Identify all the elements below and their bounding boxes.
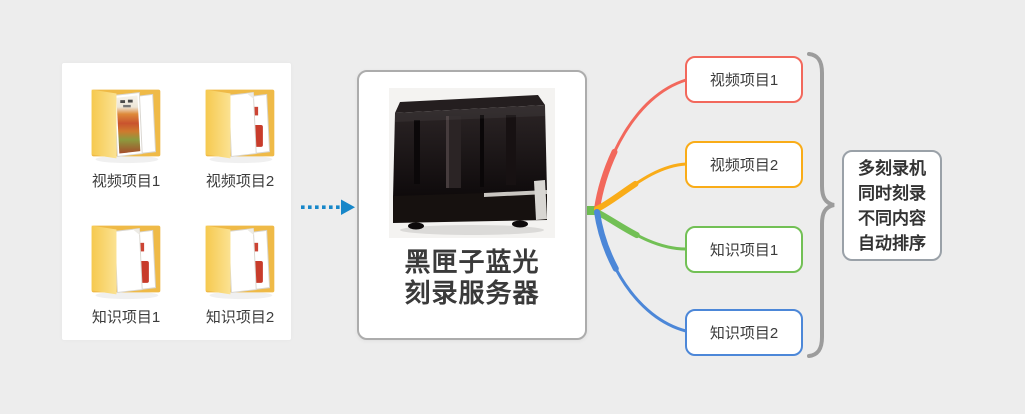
folder-label: 知识项目2	[205, 309, 275, 326]
branch-knowledge2-thick	[594, 209, 689, 334]
server-card: 黑匣子蓝光 刻录服务器	[357, 70, 587, 340]
server-photo	[389, 88, 555, 238]
note-line: 不同内容	[858, 208, 926, 228]
output-box-knowledge-project-1: 知识项目1	[685, 226, 803, 273]
branch-video2-thick	[594, 161, 689, 212]
note-line: 自动排序	[858, 233, 926, 253]
folder-with-photo-icon	[83, 83, 169, 165]
folder-video-project-1: 视频项目1	[74, 83, 178, 191]
folder-video-project-2: 视频项目2	[188, 83, 292, 191]
branch-video1	[595, 78, 688, 211]
folder-knowledge-project-2: 知识项目2	[188, 219, 292, 327]
note-line: 多刻录机	[858, 158, 926, 178]
output-box-knowledge-project-2: 知识项目2	[685, 309, 803, 356]
branch-video1-thick	[594, 77, 689, 212]
output-label: 知识项目1	[709, 242, 779, 259]
folder-label: 知识项目1	[91, 309, 161, 326]
folder-label: 视频项目2	[205, 173, 275, 190]
server-title-line1: 黑匣子蓝光	[404, 247, 540, 277]
server-title: 黑匣子蓝光 刻录服务器	[404, 247, 539, 309]
note-line: 同时刻录	[858, 183, 926, 203]
folder-label: 视频项目1	[91, 173, 161, 190]
branch-knowledge1-thick	[594, 209, 689, 252]
folder-with-documents-icon	[197, 83, 283, 165]
source-folders-panel: 视频项目1 视频项目2 知识项目1 知识项目2	[62, 63, 291, 340]
server-title-line2: 刻录服务器	[404, 278, 540, 308]
output-box-video-project-1: 视频项目1	[685, 56, 803, 103]
folder-with-documents-icon	[83, 219, 169, 301]
output-label: 知识项目2	[709, 325, 779, 342]
output-label: 视频项目1	[709, 72, 779, 89]
branch-knowledge2	[595, 210, 688, 333]
branch-lines	[594, 77, 689, 334]
folder-knowledge-project-1: 知识项目1	[74, 219, 178, 327]
output-box-video-project-2: 视频项目2	[685, 141, 803, 188]
dotted-arrow-right-icon	[301, 199, 355, 215]
output-label: 视频项目2	[709, 157, 779, 174]
folder-with-documents-icon	[197, 219, 283, 301]
curly-brace	[807, 52, 835, 358]
brace-note-box: 多刻录机 同时刻录 不同内容 自动排序	[842, 150, 942, 261]
